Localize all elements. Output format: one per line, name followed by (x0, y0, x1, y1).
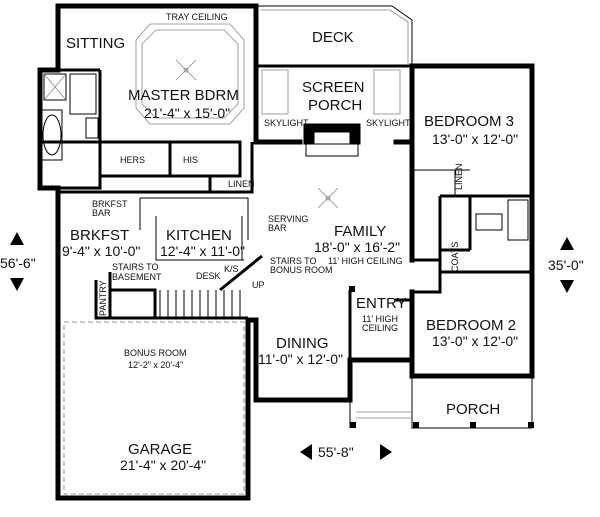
label-bonus-dim: 12'-2" x 20'-4" (128, 360, 183, 370)
label-garage-dim: 21'-4" x 20'-4" (120, 457, 206, 473)
dimension-right: 35'-0" (548, 257, 584, 273)
bath-vanity (475, 213, 503, 231)
label-brkfst-dim: 9'-4" x 10'-0" (62, 243, 140, 259)
deck-outline (256, 5, 413, 66)
wall-coats (412, 258, 442, 294)
wall-bedroom-partitions (438, 194, 532, 274)
label-kitchen-dim: 12'-4" x 11'-0" (160, 243, 245, 259)
master-tub-frame (41, 109, 63, 161)
porch-columns (350, 422, 534, 428)
master-shower-x2 (43, 73, 67, 101)
bath-tub (507, 199, 529, 241)
label-his: HIS (183, 155, 198, 165)
label-master-dim: 21'-4" x 15'-0" (144, 105, 230, 121)
label-master-bdrm: MASTER BDRM (128, 87, 239, 104)
label-hers: HERS (120, 155, 145, 165)
label-deck: DECK (312, 29, 354, 46)
master-toilet-room (69, 73, 97, 115)
skylight-left-box (261, 69, 289, 115)
right-dimension-arrows (560, 237, 574, 293)
label-linen-master: LINEN (228, 179, 255, 189)
label-pantry: PANTRY (98, 280, 108, 316)
label-brkfst: BRKFST (70, 227, 129, 244)
label-family: FAMILY (334, 223, 386, 240)
label-stairs-bonus-2: BONUS ROOM (270, 265, 333, 275)
fireplace (303, 123, 361, 145)
master-tub (42, 114, 62, 156)
stair-treads (159, 290, 241, 318)
tray-ceiling-outline (135, 23, 245, 125)
ceiling-fan-master (175, 59, 197, 81)
label-family-ceiling: 11' HIGH CEILING (328, 256, 403, 266)
entry-post (349, 286, 355, 292)
label-kitchen: KITCHEN (166, 227, 232, 244)
label-stairs-basement-2: BASEMENT (112, 272, 162, 282)
ceiling-fan-family (317, 187, 339, 209)
label-porch: PORCH (446, 401, 500, 418)
porch-outline (349, 376, 533, 429)
label-entry-ceiling-1: 11' HIGH (362, 314, 398, 324)
label-linen-bed3: LINEN (454, 163, 464, 190)
master-shower (43, 73, 67, 101)
master-vanity (85, 117, 99, 139)
left-dimension-arrows (10, 232, 24, 291)
label-screen-porch-2: PORCH (308, 97, 362, 114)
label-brkfst-bar-1: BRKFST (92, 199, 128, 209)
label-tray-ceiling: TRAY CEILING (166, 12, 228, 22)
dimension-width: 55'-8" (318, 444, 354, 460)
label-family-dim: 18'-0" x 16'-2" (314, 239, 400, 255)
label-dining: DINING (276, 335, 329, 352)
label-coats: COATS (450, 242, 460, 272)
kitchen-counter (139, 197, 249, 261)
label-entry-ceiling-2: CEILING (362, 323, 398, 333)
label-brkfst-bar-2: BAR (92, 208, 111, 218)
wall-angled (219, 254, 263, 292)
wall-closet-bed3 (412, 169, 470, 196)
label-dining-dim: 11'-0" x 12'-0" (258, 351, 343, 367)
label-entry: ENTRY (356, 295, 407, 312)
width-dimension-arrows (300, 444, 392, 460)
label-sitting: SITTING (66, 35, 125, 52)
label-skylight-left: SKYLIGHT (264, 118, 309, 128)
label-serving-bar-1: SERVING (268, 214, 308, 224)
deck-outline-inner (260, 9, 409, 64)
bonus-room-outline (63, 321, 245, 495)
label-serving-bar-2: BAR (268, 223, 287, 233)
label-desk: DESK (196, 271, 221, 281)
wall-master-outer (37, 3, 259, 333)
label-bonus-room: BONUS ROOM (124, 348, 187, 358)
fireplace-hearth (305, 143, 359, 157)
skylight-right-box (373, 69, 401, 115)
label-bedroom2-dim: 13'-0" x 12'-0" (432, 333, 518, 349)
label-skylight-right: SKYLIGHT (366, 118, 411, 128)
label-stairs-basement-1: STAIRS TO (112, 262, 159, 272)
label-garage: GARAGE (128, 441, 192, 458)
label-bedroom3-dim: 13'-0" x 12'-0" (432, 131, 518, 147)
label-bedroom2: BEDROOM 2 (426, 317, 516, 334)
porch-steps (356, 411, 412, 419)
tray-ceiling-inner (141, 29, 239, 119)
dimension-left: 56'-6" (0, 255, 36, 271)
label-stairs-bonus-1: STAIRS TO (270, 256, 317, 266)
label-ks: K/S (224, 264, 239, 274)
label-screen-porch-1: SCREEN (302, 79, 365, 96)
label-bedroom3: BEDROOM 3 (424, 113, 514, 130)
wall-left-lower (55, 317, 251, 501)
wall-pantry (94, 280, 110, 320)
label-up: UP (252, 280, 265, 290)
wall-entry (348, 290, 412, 360)
